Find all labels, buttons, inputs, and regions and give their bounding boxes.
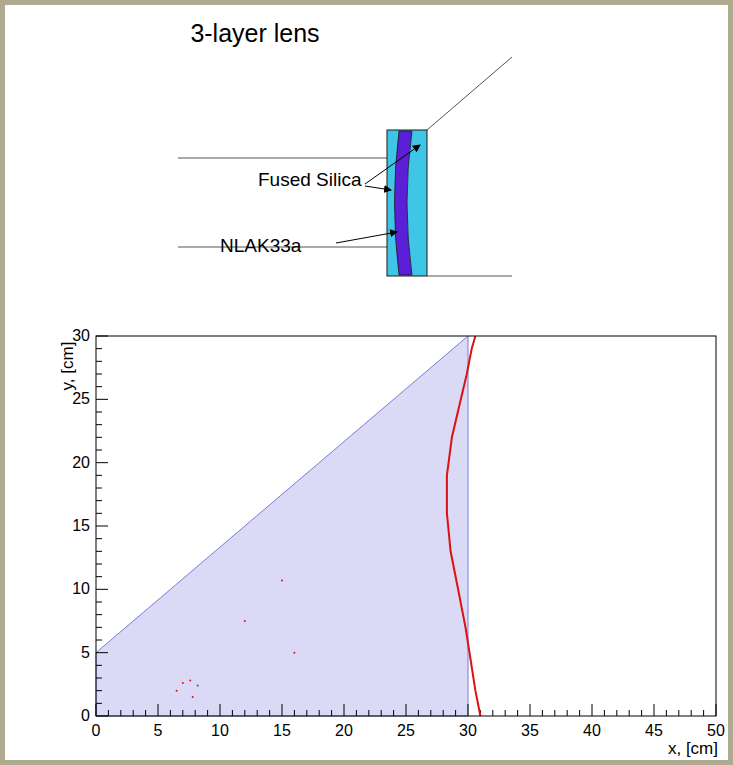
tick-label: 10 — [211, 722, 229, 740]
tick-label: 30 — [72, 327, 90, 345]
ray-curve — [447, 336, 481, 716]
plot-area — [96, 336, 716, 716]
axis-title: x, [cm] — [668, 740, 718, 759]
lens-schematic — [178, 57, 512, 276]
tick-label: 30 — [459, 722, 477, 740]
tick-label: 45 — [645, 722, 663, 740]
tick-label: 50 — [707, 722, 725, 740]
part-label: NLAK33a — [220, 236, 301, 257]
tick-label: 5 — [154, 722, 163, 740]
tick-label: 0 — [92, 722, 101, 740]
axis-title: y, [cm] — [59, 342, 78, 391]
tick-label: 25 — [72, 391, 90, 409]
tick-label: 20 — [72, 454, 90, 472]
tick-label: 0 — [81, 707, 90, 725]
tick-label: 35 — [521, 722, 539, 740]
tick-label: 10 — [72, 581, 90, 599]
slide-title: 3-layer lens — [190, 20, 319, 48]
tick-label: 20 — [335, 722, 353, 740]
shaded-prism — [96, 336, 468, 716]
tick-label: 40 — [583, 722, 601, 740]
tick-label: 5 — [81, 644, 90, 662]
part-label: Fused Silica — [258, 170, 362, 191]
tick-label: 15 — [72, 517, 90, 535]
tick-label: 15 — [273, 722, 291, 740]
tick-label: 25 — [397, 722, 415, 740]
